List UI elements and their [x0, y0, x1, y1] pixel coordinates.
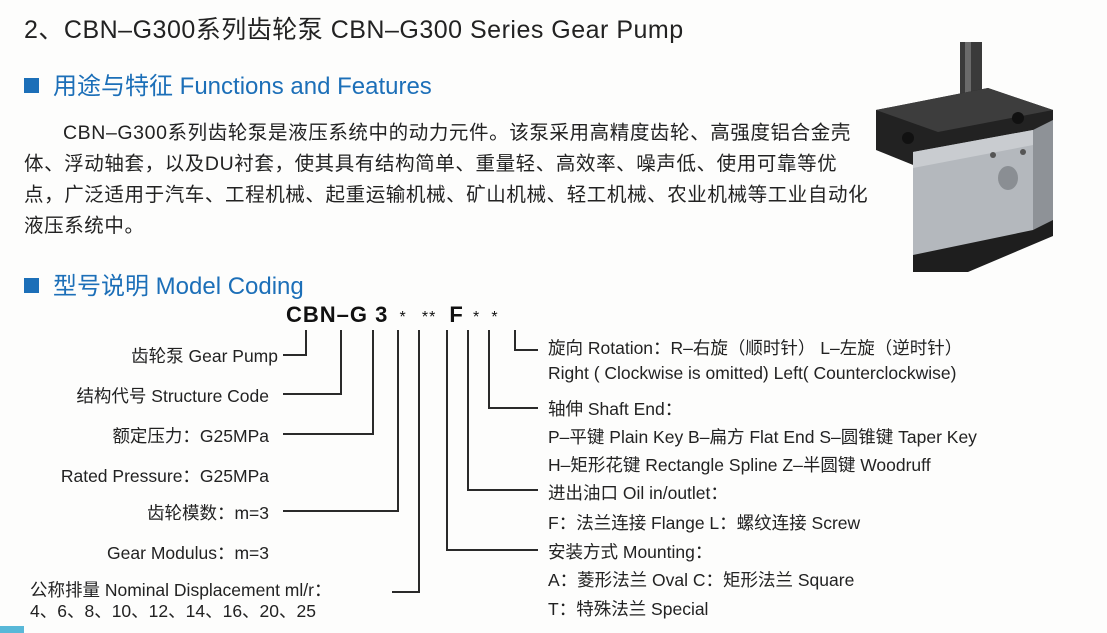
model-code: CBN–G 3 * ** F * * [286, 302, 499, 328]
blue-square-icon [24, 78, 39, 93]
label-shaft-3: H–矩形花键 Rectangle Spline Z–半圆键 Woodruff [548, 455, 931, 475]
label-gear-modulus-en: Gear Modulus：m=3 [107, 543, 269, 563]
model-heading: 型号说明 Model Coding [24, 266, 304, 301]
label-rated-pressure-en: Rated Pressure：G25MPa [60, 466, 269, 486]
description: CBN–G300系列齿轮泵是液压系统中的动力元件。该泵采用高精度齿轮、高强度铝合… [24, 118, 874, 242]
label-rated-pressure-cn: 额定压力：G25MPa [112, 426, 269, 446]
code-prefix: CBN–G 3 [286, 302, 389, 327]
functions-heading-text: 用途与特征 Functions and Features [53, 73, 432, 100]
label-shaft-2: P–平键 Plain Key B–扁方 Flat End S–圆锥键 Taper… [548, 427, 977, 447]
code-star-1: * [399, 309, 407, 326]
page-corner-mark [0, 626, 24, 633]
label-shaft-1: 轴伸 Shaft End： [548, 399, 683, 419]
code-star-4: * [491, 309, 499, 326]
code-star-3: * [473, 309, 481, 326]
label-rotation-2: Right ( Clockwise is omitted) Left( Coun… [548, 363, 957, 383]
label-rotation-1: 旋向 Rotation：R–右旋（顺时针） L–左旋（逆时针） [548, 338, 963, 358]
label-mount-3: T：特殊法兰 Special [548, 599, 709, 619]
label-oil-2: F：法兰连接 Flange L：螺纹连接 Screw [548, 513, 861, 533]
functions-heading: 用途与特征 Functions and Features [24, 66, 432, 101]
code-star-2: ** [421, 309, 437, 326]
page-title: 2、CBN–G300系列齿轮泵 CBN–G300 Series Gear Pum… [24, 16, 684, 44]
label-displacement: 公称排量 Nominal Displacement ml/r： [30, 580, 332, 600]
label-gear-pump: 齿轮泵 Gear Pump [131, 346, 278, 366]
blue-square-icon [24, 278, 39, 293]
label-gear-modulus-cn: 齿轮模数：m=3 [146, 503, 269, 523]
label-structure-code: 结构代号 Structure Code [76, 386, 269, 406]
label-mount-2: A：菱形法兰 Oval C：矩形法兰 Square [548, 570, 855, 590]
label-mount-1: 安装方式 Mounting： [548, 542, 713, 562]
label-displacement-values: 4、6、8、10、12、14、16、20、25 [30, 601, 316, 621]
label-oil-1: 进出油口 Oil in/outlet： [548, 483, 728, 503]
model-heading-text: 型号说明 Model Coding [53, 273, 304, 300]
description-text: CBN–G300系列齿轮泵是液压系统中的动力元件。该泵采用高精度齿轮、高强度铝合… [24, 122, 869, 237]
code-flange: F [449, 302, 464, 327]
gear-pump-photo [868, 40, 1068, 280]
